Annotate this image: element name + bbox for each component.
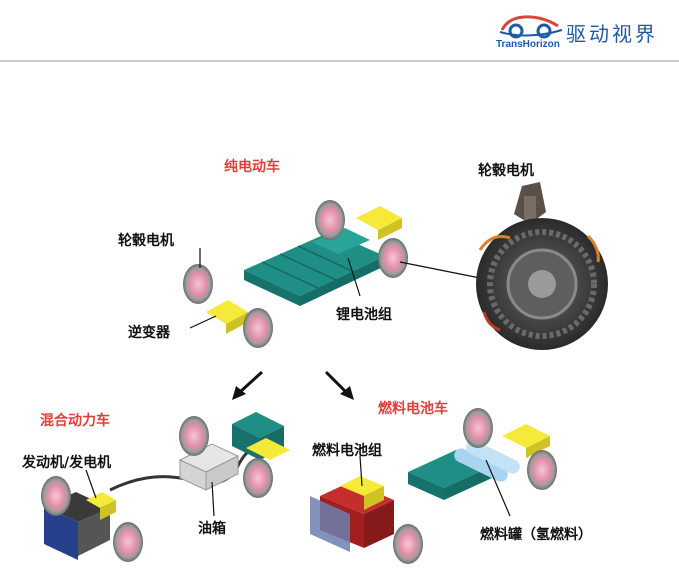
hydrogen-tanks [454, 440, 520, 482]
ev-inverter-label: 逆变器 [128, 325, 170, 341]
hybrid-engine-label: 发动机/发电机 [22, 455, 112, 471]
lithium-battery-pack [244, 228, 385, 306]
fuel-cell-wheel-3 [393, 524, 423, 564]
motor-closeup-label: 轮毂电机 [478, 163, 534, 179]
hybrid-wheel-1 [179, 416, 209, 456]
fuel-cell-wheel-2 [527, 450, 557, 490]
brand-logo: 驱动视界 TransHorizon [496, 12, 671, 52]
ev-chassis [183, 200, 501, 348]
ev-battery-label: 锂电池组 [336, 307, 392, 323]
hybrid-wheel-3 [41, 476, 71, 516]
fuel-cell-wheel-1 [463, 408, 493, 448]
fuel-cell-vehicle [310, 408, 557, 564]
hybrid-wheel-4 [113, 522, 143, 562]
hybrid-tank-label: 油箱 [198, 521, 226, 537]
ev-wheel-motor-label: 轮毂电机 [118, 233, 174, 249]
arrow-to-hybrid [232, 370, 264, 400]
fuel-cell-title: 燃料电池车 [378, 401, 448, 417]
header: 驱动视界 TransHorizon [0, 0, 679, 58]
brand-name-cn: 驱动视界 [566, 22, 658, 46]
brand-name-en: TransHorizon [496, 39, 560, 50]
hybrid-title: 混合动力车 [40, 413, 110, 429]
arrow-to-fuel-cell [324, 370, 354, 400]
ev-wheel-rear-left [183, 264, 213, 304]
hybrid-wheel-2 [243, 458, 273, 498]
car-logo-icon [499, 15, 563, 39]
hybrid-engine-generator [44, 492, 116, 560]
ev-controller-block [356, 206, 402, 230]
hybrid-fuel-tank [178, 443, 240, 491]
fuel-cell-stack-label: 燃料电池组 [312, 443, 382, 459]
ev-wheel-front-left [315, 200, 345, 240]
hub-motor-closeup [476, 182, 608, 350]
hybrid-vehicle [41, 412, 290, 562]
ev-inverter-block [206, 300, 248, 324]
ev-title: 纯电动车 [224, 159, 280, 175]
ev-wheel-front-right [378, 238, 408, 278]
header-divider [0, 60, 679, 62]
hybrid-battery-pack [232, 412, 284, 438]
ev-wheel-rear-right [243, 308, 273, 348]
fuel-cell-stack [310, 476, 394, 552]
fuel-tank-label: 燃料罐（氢燃料） [480, 527, 592, 543]
